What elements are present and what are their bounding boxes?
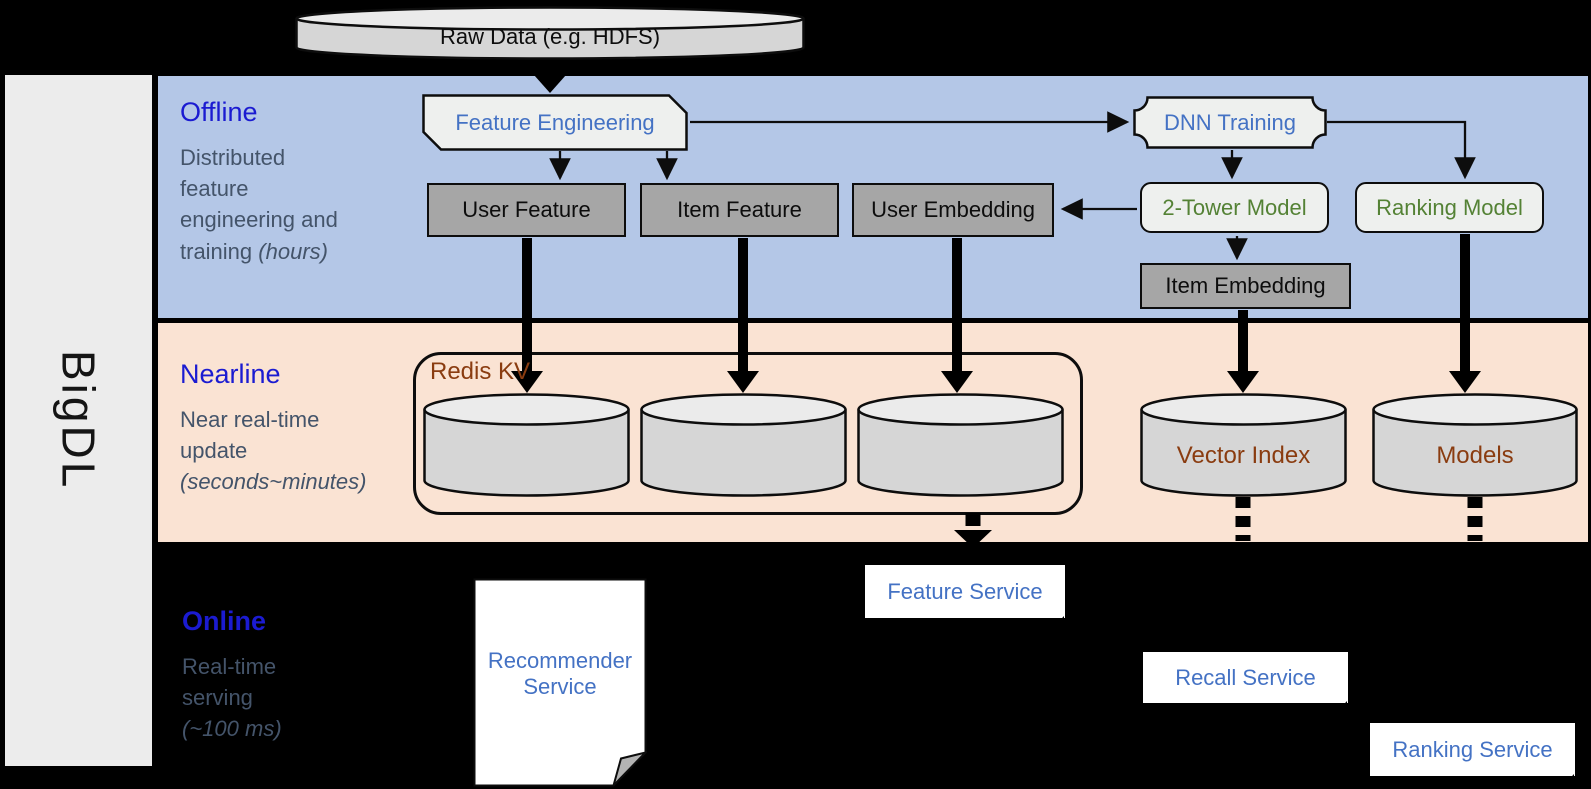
arrow-rawdata-to-feature-engineering	[534, 58, 566, 93]
ranking-model-node: Ranking Model	[1355, 182, 1544, 233]
feature-engineering-label: Feature Engineering	[455, 109, 655, 135]
offline-title: Offline	[180, 97, 258, 127]
cylinder-shape	[295, 6, 805, 60]
recommender-service-node: Recommender Service	[473, 578, 647, 787]
arrow-dnn-to-ranking-model	[1327, 120, 1476, 180]
online-desc: Real-time serving (~100 ms)	[182, 654, 282, 742]
feature-service-label: Feature Service	[887, 578, 1043, 604]
dnn-training-node: DNN Training	[1133, 96, 1327, 149]
plaque-shape	[1133, 96, 1327, 149]
raw-data-label: Raw Data (e.g. HDFS)	[439, 24, 661, 49]
document-shape	[473, 578, 647, 787]
folded-corner	[612, 751, 647, 787]
brand-logo: BigDL	[52, 350, 105, 491]
cylinder-shape	[1372, 393, 1578, 497]
ranking-service-node: Ranking Service	[1370, 723, 1575, 776]
cylinder-shape	[640, 393, 847, 497]
vector-index-store: Vector Index	[1140, 393, 1347, 497]
cylinder-shape	[423, 393, 630, 497]
feature-engineering-node: Feature Engineering	[422, 94, 688, 151]
process-shape	[422, 94, 688, 151]
item-feature-node: Item Feature	[640, 183, 839, 237]
raw-data-store: Raw Data (e.g. HDFS)	[295, 6, 805, 60]
sidebar: BigDL	[5, 75, 152, 766]
arrow-rankingmodel-to-models	[1449, 234, 1481, 393]
recall-service-node: Recall Service	[1143, 652, 1348, 703]
nearline-title: Nearline	[180, 359, 281, 389]
nearline-desc: Near real-time update (seconds~minutes)	[180, 407, 367, 495]
item-embedding-node: Item Embedding	[1140, 263, 1351, 309]
user-embedding-label: User Embedding	[871, 197, 1035, 222]
two-tower-model-node: 2-Tower Model	[1140, 182, 1329, 233]
dnn-training-label: DNN Training	[1163, 109, 1297, 135]
user-feature-node: User Feature	[427, 183, 626, 237]
feature-service-node: Feature Service	[865, 565, 1065, 618]
online-title: Online	[182, 606, 267, 636]
recall-service-label: Recall Service	[1175, 664, 1316, 690]
kv-store-1	[423, 393, 630, 497]
ranking-model-label: Ranking Model	[1376, 194, 1523, 220]
offline-desc: Distributed feature engineering and trai…	[180, 145, 338, 264]
user-feature-label: User Feature	[462, 197, 591, 222]
arrow-userfeature-to-kv1	[511, 238, 543, 393]
two-tower-model-label: 2-Tower Model	[1162, 194, 1307, 220]
arrow-itemembedding-to-vectorindex	[1227, 310, 1259, 393]
models-store: Models	[1372, 393, 1578, 497]
cylinder-shape	[1140, 393, 1347, 497]
kv-store-2	[640, 393, 847, 497]
recommender-service-label: Recommender Service	[487, 647, 633, 699]
arrow-redis-to-feature-service	[954, 513, 992, 548]
cylinder-shape	[857, 393, 1064, 497]
redis-kv-label: Redis KV	[430, 358, 531, 385]
user-embedding-node: User Embedding	[852, 183, 1054, 237]
kv-store-3	[857, 393, 1064, 497]
ranking-service-label: Ranking Service	[1392, 736, 1553, 762]
item-embedding-label: Item Embedding	[1165, 273, 1326, 298]
arrow-itemfeature-to-kv2	[727, 238, 759, 393]
models-label: Models	[1436, 442, 1514, 469]
vector-index-label: Vector Index	[1176, 442, 1311, 469]
item-feature-label: Item Feature	[677, 197, 802, 222]
arrow-userembedding-to-kv3	[941, 238, 973, 393]
